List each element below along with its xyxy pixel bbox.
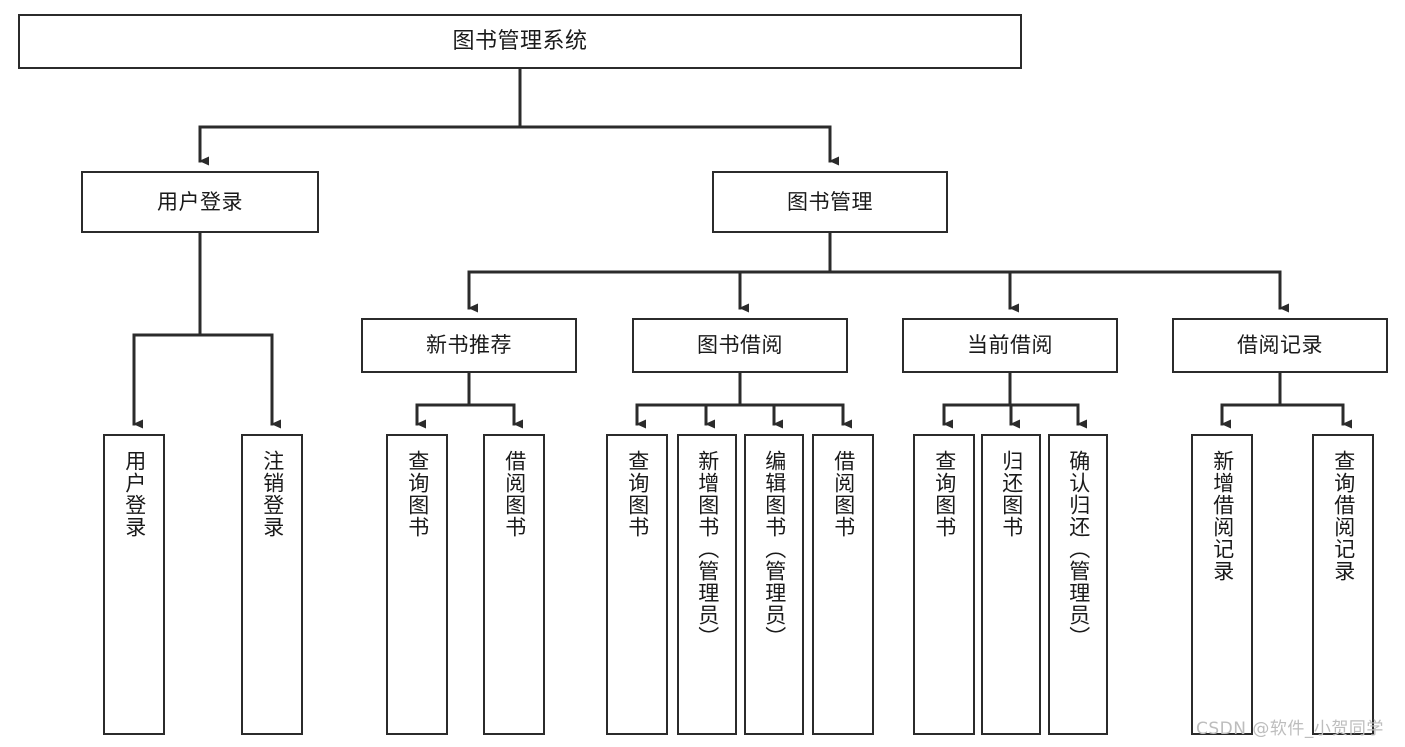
leaf-add-borrow-record[interactable]: 新增借阅记录 xyxy=(1191,434,1253,735)
leaf-query-borrow-record[interactable]: 查询借阅记录 xyxy=(1312,434,1374,735)
node-label: 归还图书 xyxy=(999,450,1024,538)
leaf-query-book-current[interactable]: 查询图书 xyxy=(913,434,975,735)
node-label: 图书管理 xyxy=(787,189,873,214)
node-label: 新增借阅记录 xyxy=(1210,450,1235,582)
node-new-book-recommend[interactable]: 新书推荐 xyxy=(361,318,577,373)
csdn-watermark: CSDN @软件_小贺同学 xyxy=(1196,719,1384,739)
node-label: 查询图书 xyxy=(625,450,650,538)
node-label: 查询图书 xyxy=(932,450,957,538)
node-label: 注销登录 xyxy=(260,450,285,538)
node-current-borrow[interactable]: 当前借阅 xyxy=(902,318,1118,373)
node-label: 借阅图书 xyxy=(502,450,527,538)
node-label: 新增图书（管理员） xyxy=(695,450,720,648)
node-root-book-management-system[interactable]: 图书管理系统 xyxy=(18,14,1022,69)
node-label: 查询借阅记录 xyxy=(1331,450,1356,582)
leaf-confirm-return-admin[interactable]: 确认归还（管理员） xyxy=(1048,434,1108,735)
node-label: 借阅图书 xyxy=(831,450,856,538)
node-label: 借阅记录 xyxy=(1237,333,1323,358)
node-label: 图书管理系统 xyxy=(452,28,588,54)
leaf-edit-book-admin[interactable]: 编辑图书（管理员） xyxy=(744,434,804,735)
node-label: 用户登录 xyxy=(157,189,243,214)
leaf-borrow-book[interactable]: 借阅图书 xyxy=(812,434,874,735)
node-label: 编辑图书（管理员） xyxy=(762,450,787,648)
leaf-query-book-recommend[interactable]: 查询图书 xyxy=(386,434,448,735)
node-book-borrow[interactable]: 图书借阅 xyxy=(632,318,848,373)
node-label: 图书借阅 xyxy=(697,333,783,358)
leaf-borrow-book-recommend[interactable]: 借阅图书 xyxy=(483,434,545,735)
node-label: 确认归还（管理员） xyxy=(1066,450,1091,648)
node-label: 新书推荐 xyxy=(426,333,512,358)
node-book-management[interactable]: 图书管理 xyxy=(712,171,948,233)
node-label: 查询图书 xyxy=(405,450,430,538)
leaf-return-book[interactable]: 归还图书 xyxy=(981,434,1041,735)
node-user-login[interactable]: 用户登录 xyxy=(81,171,319,233)
node-borrow-record[interactable]: 借阅记录 xyxy=(1172,318,1388,373)
leaf-user-login[interactable]: 用户登录 xyxy=(103,434,165,735)
node-label: 当前借阅 xyxy=(967,333,1053,358)
node-label: 用户登录 xyxy=(122,450,147,538)
leaf-user-logout[interactable]: 注销登录 xyxy=(241,434,303,735)
leaf-add-book-admin[interactable]: 新增图书（管理员） xyxy=(677,434,737,735)
leaf-query-book-borrow[interactable]: 查询图书 xyxy=(606,434,668,735)
